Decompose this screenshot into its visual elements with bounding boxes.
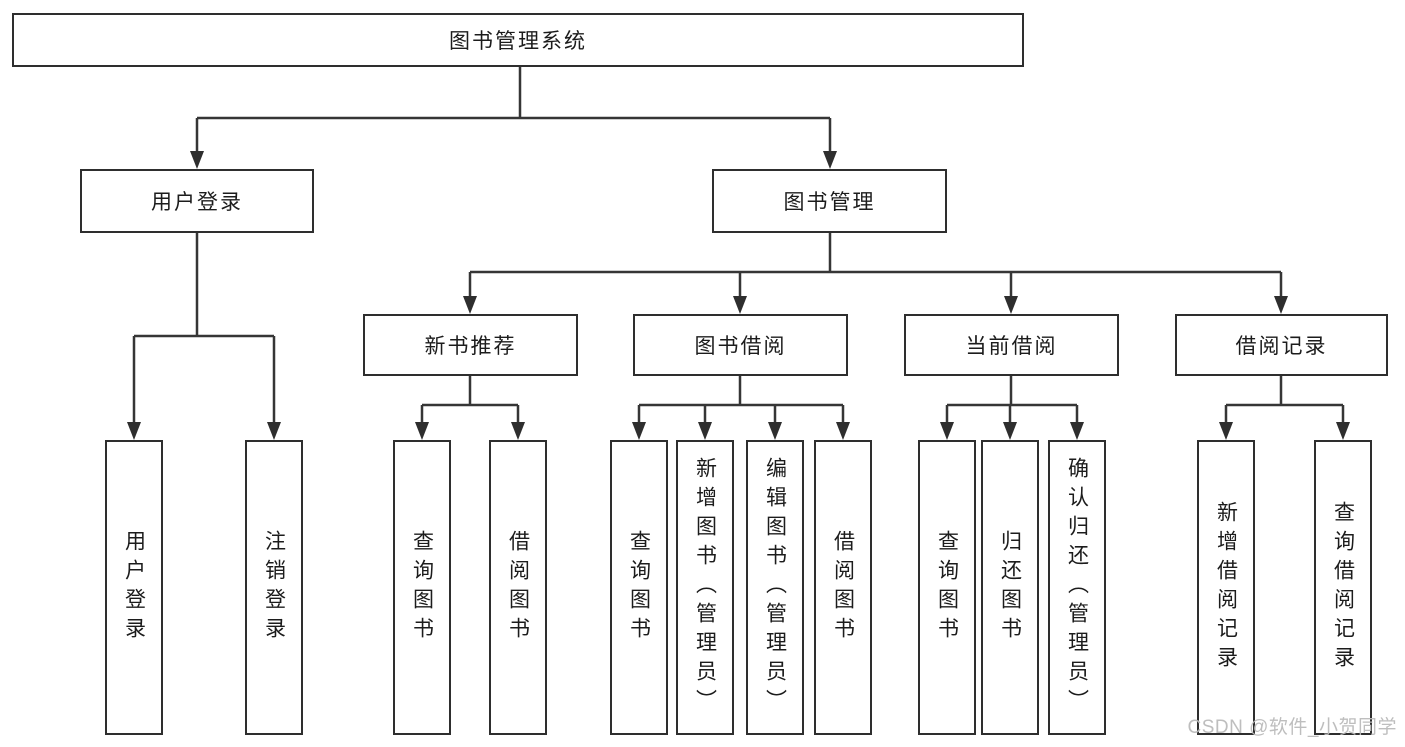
- leaf-label: 编辑图书（管理员）: [763, 457, 787, 718]
- leaf-br-query-borrow-record: 查询借阅记录: [1314, 440, 1372, 735]
- leaf-cb-confirm-return-admin: 确认归还（管理员）: [1048, 440, 1106, 735]
- node-new-book-recommend: 新书推荐: [363, 314, 578, 376]
- csdn-watermark: CSDN @软件_小贺同学: [1187, 717, 1397, 738]
- node-label: 新书推荐: [424, 335, 517, 358]
- connector-arrowheads: [127, 151, 1350, 440]
- leaf-label: 确认归还（管理员）: [1065, 457, 1089, 718]
- leaf-label: 新增图书（管理员）: [693, 457, 717, 718]
- leaf-label: 归还图书: [998, 529, 1022, 646]
- leaf-nb-borrow-books: 借阅图书: [489, 440, 547, 735]
- node-book-borrowing: 图书借阅: [633, 314, 848, 376]
- node-label: 图书借阅: [694, 335, 787, 358]
- leaf-label: 借阅图书: [506, 529, 530, 646]
- leaf-user-login: 用户登录: [105, 440, 163, 735]
- node-borrow-records: 借阅记录: [1175, 314, 1388, 376]
- leaf-label: 查询图书: [627, 529, 651, 646]
- leaf-cb-query-books: 查询图书: [918, 440, 976, 735]
- leaf-nb-query-books: 查询图书: [393, 440, 451, 735]
- leaf-label: 查询借阅记录: [1331, 500, 1355, 675]
- node-label: 图书管理: [783, 191, 876, 214]
- node-label: 当前借阅: [965, 335, 1058, 358]
- leaf-logout: 注销登录: [245, 440, 303, 735]
- node-label: 用户登录: [151, 191, 243, 214]
- leaf-bb-add-book-admin: 新增图书（管理员）: [676, 440, 734, 735]
- connector-stems: [132, 67, 1345, 424]
- leaf-bb-edit-book-admin: 编辑图书（管理员）: [746, 440, 804, 735]
- leaf-bb-query-books: 查询图书: [610, 440, 668, 735]
- leaf-bb-borrow-books: 借阅图书: [814, 440, 872, 735]
- leaf-label: 借阅图书: [831, 529, 855, 646]
- leaf-label: 查询图书: [410, 529, 434, 646]
- node-current-borrowing: 当前借阅: [904, 314, 1119, 376]
- node-user-login: 用户登录: [80, 169, 314, 233]
- leaf-label: 注销登录: [262, 529, 286, 646]
- node-label: 图书管理系统: [449, 30, 587, 53]
- leaf-label: 查询图书: [935, 529, 959, 646]
- node-library-management-system: 图书管理系统: [12, 13, 1024, 67]
- node-book-management: 图书管理: [712, 169, 947, 233]
- node-label: 借阅记录: [1235, 335, 1328, 358]
- leaf-cb-return-books: 归还图书: [981, 440, 1039, 735]
- leaf-label: 用户登录: [122, 529, 146, 646]
- leaf-br-add-borrow-record: 新增借阅记录: [1197, 440, 1255, 735]
- leaf-label: 新增借阅记录: [1214, 500, 1238, 675]
